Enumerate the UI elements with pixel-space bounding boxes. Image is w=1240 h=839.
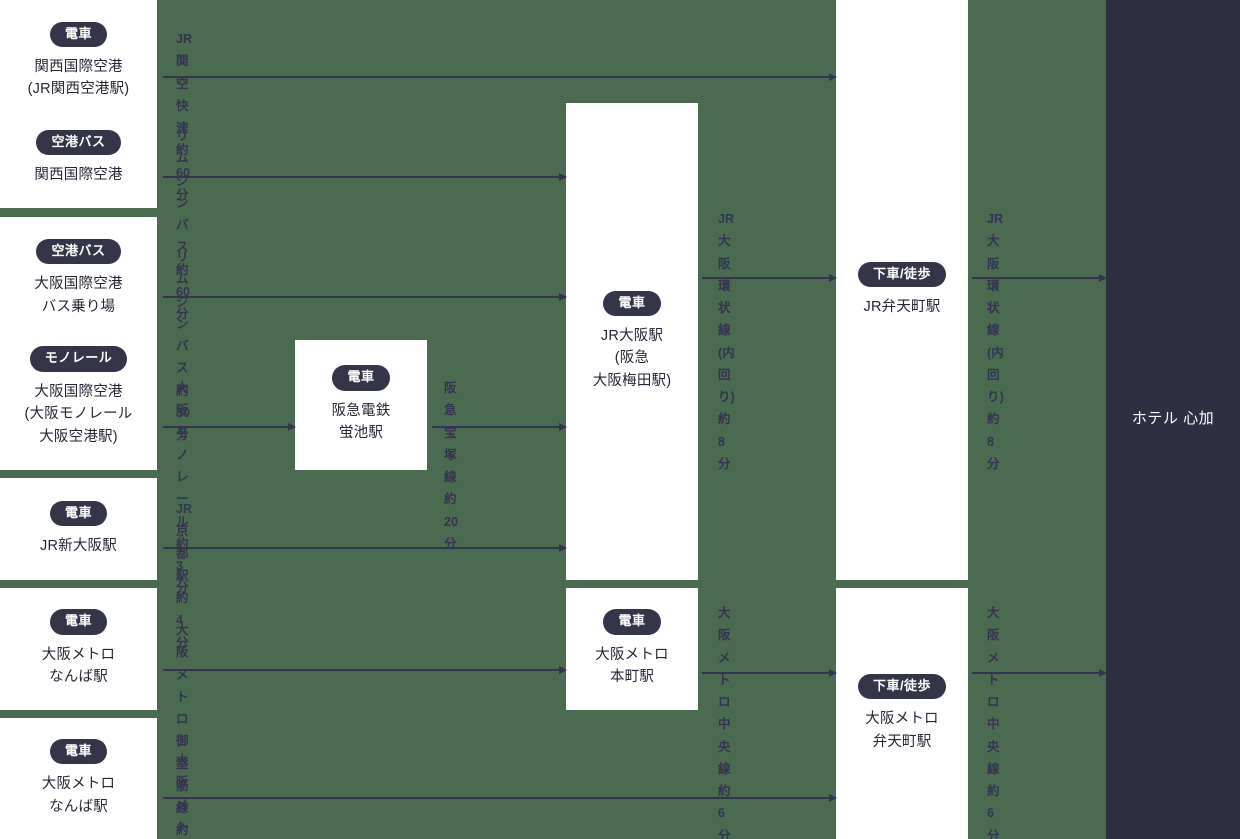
interchange-node-jr-osaka: 電車 JR大阪駅 (阪急 大阪梅田駅) xyxy=(566,103,698,580)
station-name: 大阪メトロ なんば駅 xyxy=(41,646,116,686)
origin-node-namba-1: 電車 大阪メトロ なんば駅 xyxy=(0,588,157,710)
transport-mode-badge: 電車 xyxy=(49,609,107,635)
origin-node-itm-bus-and-monorail: 空港バス 大阪国際空港 バス乗り場 モノレール 大阪国際空港 (大阪モノレール … xyxy=(0,217,157,470)
interchange-node-honmachi: 電車 大阪メトロ 本町駅 xyxy=(566,588,698,710)
edge-label: JR京都駅約4分 xyxy=(176,502,193,650)
edge-label: JR大阪環状線 (内回り)約8分 xyxy=(987,212,1004,471)
edge-label: JR大阪環状線 (内回り)約8分 xyxy=(718,212,735,471)
interchange-node-metro-bentencho: 下車/徒歩 大阪メトロ 弁天町駅 xyxy=(836,588,968,839)
station-name: 大阪国際空港 (大阪モノレール 大阪空港駅) xyxy=(24,383,133,445)
transport-mode-badge: 電車 xyxy=(49,21,107,47)
transport-mode-badge: モノレール xyxy=(29,346,128,372)
transport-mode-badge: 空港バス xyxy=(36,239,121,265)
transport-mode-badge: 電車 xyxy=(49,500,107,526)
edge-label: リムジンバス約30分 xyxy=(176,250,191,442)
station-name: JR弁天町駅 xyxy=(863,298,941,315)
edge-label: 大阪メトロ御堂筋線約4分 xyxy=(176,623,189,838)
station-name: 大阪国際空港 バス乗り場 xyxy=(34,276,123,315)
transport-mode-badge: 下車/徒歩 xyxy=(857,673,947,700)
hotel-name: ホテル 心加 xyxy=(1131,410,1215,428)
transport-mode-badge: 電車 xyxy=(603,290,661,316)
edge-label: 大阪メトロ 中央線約6分 xyxy=(718,606,731,839)
edge-label: 大阪メトロ 中央線約6分 xyxy=(987,606,1000,839)
edge-label: 大阪モノレール約3分 xyxy=(176,381,189,596)
destination-node-hotel: ホテル 心加 xyxy=(1106,0,1240,839)
edge-label: 阪急宝塚線約20分 xyxy=(444,381,459,551)
station-name: 大阪メトロ 本町駅 xyxy=(595,646,669,686)
interchange-node-jr-bentencho: 下車/徒歩 JR弁天町駅 xyxy=(836,0,968,580)
transport-mode-badge: 電車 xyxy=(603,609,661,635)
transport-mode-badge: 電車 xyxy=(49,738,107,765)
station-name: 阪急電鉄 蛍池駅 xyxy=(331,402,391,442)
station-name: JR大阪駅 (阪急 大阪梅田駅) xyxy=(592,327,672,389)
station-name: JR新大阪駅 xyxy=(40,537,117,554)
interchange-node-hotarugaike: 電車 阪急電鉄 蛍池駅 xyxy=(295,340,427,470)
station-name: 関西国際空港 xyxy=(34,167,123,184)
station-name: 関西国際空港 (JR関西空港駅) xyxy=(27,58,130,98)
origin-node-shin-osaka: 電車 JR新大阪駅 xyxy=(0,478,157,580)
edge-label: 大阪メトロ御堂筋線約4分 xyxy=(176,753,189,834)
transport-mode-badge: 空港バス xyxy=(36,129,121,156)
station-name: 大阪メトロ 弁天町駅 xyxy=(865,711,939,750)
origin-node-kix-train: 電車 関西国際空港 (JR関西空港駅) 空港バス 関西国際空港 xyxy=(0,0,157,208)
origin-node-namba-2: 電車 大阪メトロ なんば駅 xyxy=(0,718,157,839)
transport-mode-badge: 電車 xyxy=(332,365,390,391)
transport-mode-badge: 下車/徒歩 xyxy=(857,261,947,287)
station-name: 大阪メトロ なんば駅 xyxy=(41,776,116,815)
